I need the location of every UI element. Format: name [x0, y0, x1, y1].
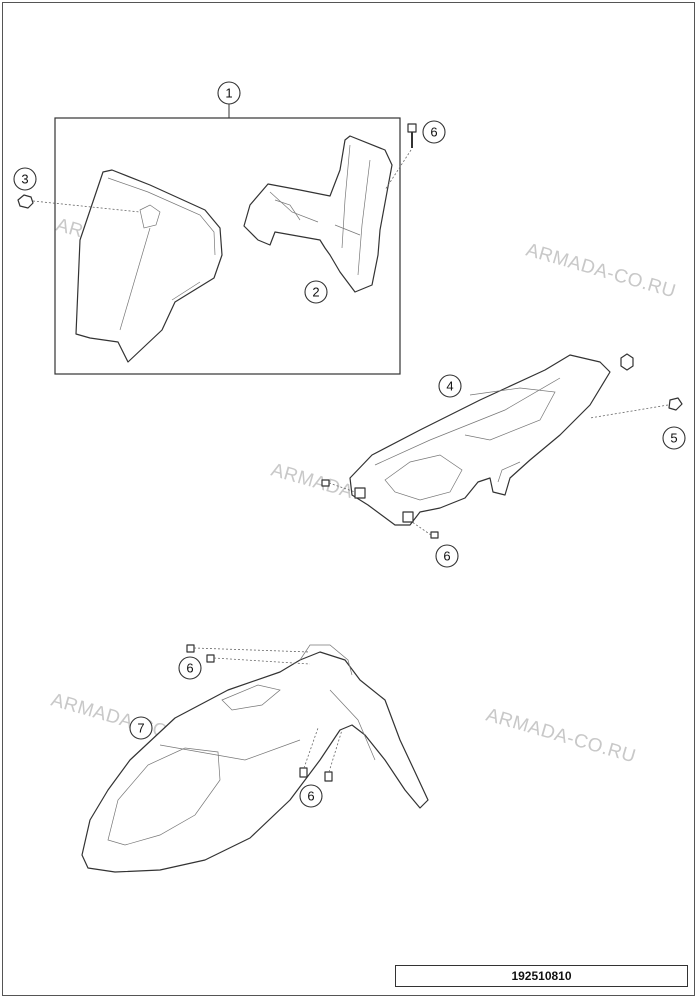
callout-7: 7	[129, 716, 153, 740]
screw	[589, 397, 683, 419]
callout-number: 6	[443, 549, 450, 564]
number-plate-bracket	[243, 135, 393, 293]
callout-3: 3	[13, 167, 37, 191]
start-number-plate	[75, 169, 223, 363]
callout-1: 1	[217, 81, 241, 105]
watermark: ARMADA-CO.RU	[484, 705, 639, 768]
callout-number: 2	[312, 285, 319, 300]
callout-6: 6	[435, 544, 459, 568]
callout-6: 6	[422, 120, 446, 144]
callout-number: 6	[186, 661, 193, 676]
callout-number: 6	[307, 789, 314, 804]
callout-number: 3	[21, 172, 28, 187]
callout-number: 5	[670, 431, 677, 446]
diagram-reference-number: 192510810	[395, 965, 688, 987]
rear-fender	[349, 354, 611, 526]
front-fender	[81, 644, 429, 873]
callout-4: 4	[438, 374, 462, 398]
nut	[620, 353, 634, 371]
callout-2: 2	[304, 280, 328, 304]
callout-5: 5	[662, 426, 686, 450]
screw	[186, 644, 343, 782]
callout-6: 6	[299, 784, 323, 808]
assembly-group-box	[54, 117, 401, 375]
callout-number: 1	[225, 86, 232, 101]
callout-number: 7	[137, 721, 144, 736]
callout-number: 4	[446, 379, 453, 394]
watermark: ARMADA-CO.RU	[524, 240, 679, 303]
screw	[321, 479, 439, 539]
callout-number: 6	[430, 125, 437, 140]
callout-6: 6	[178, 656, 202, 680]
screw	[384, 123, 417, 191]
nut	[17, 194, 141, 213]
